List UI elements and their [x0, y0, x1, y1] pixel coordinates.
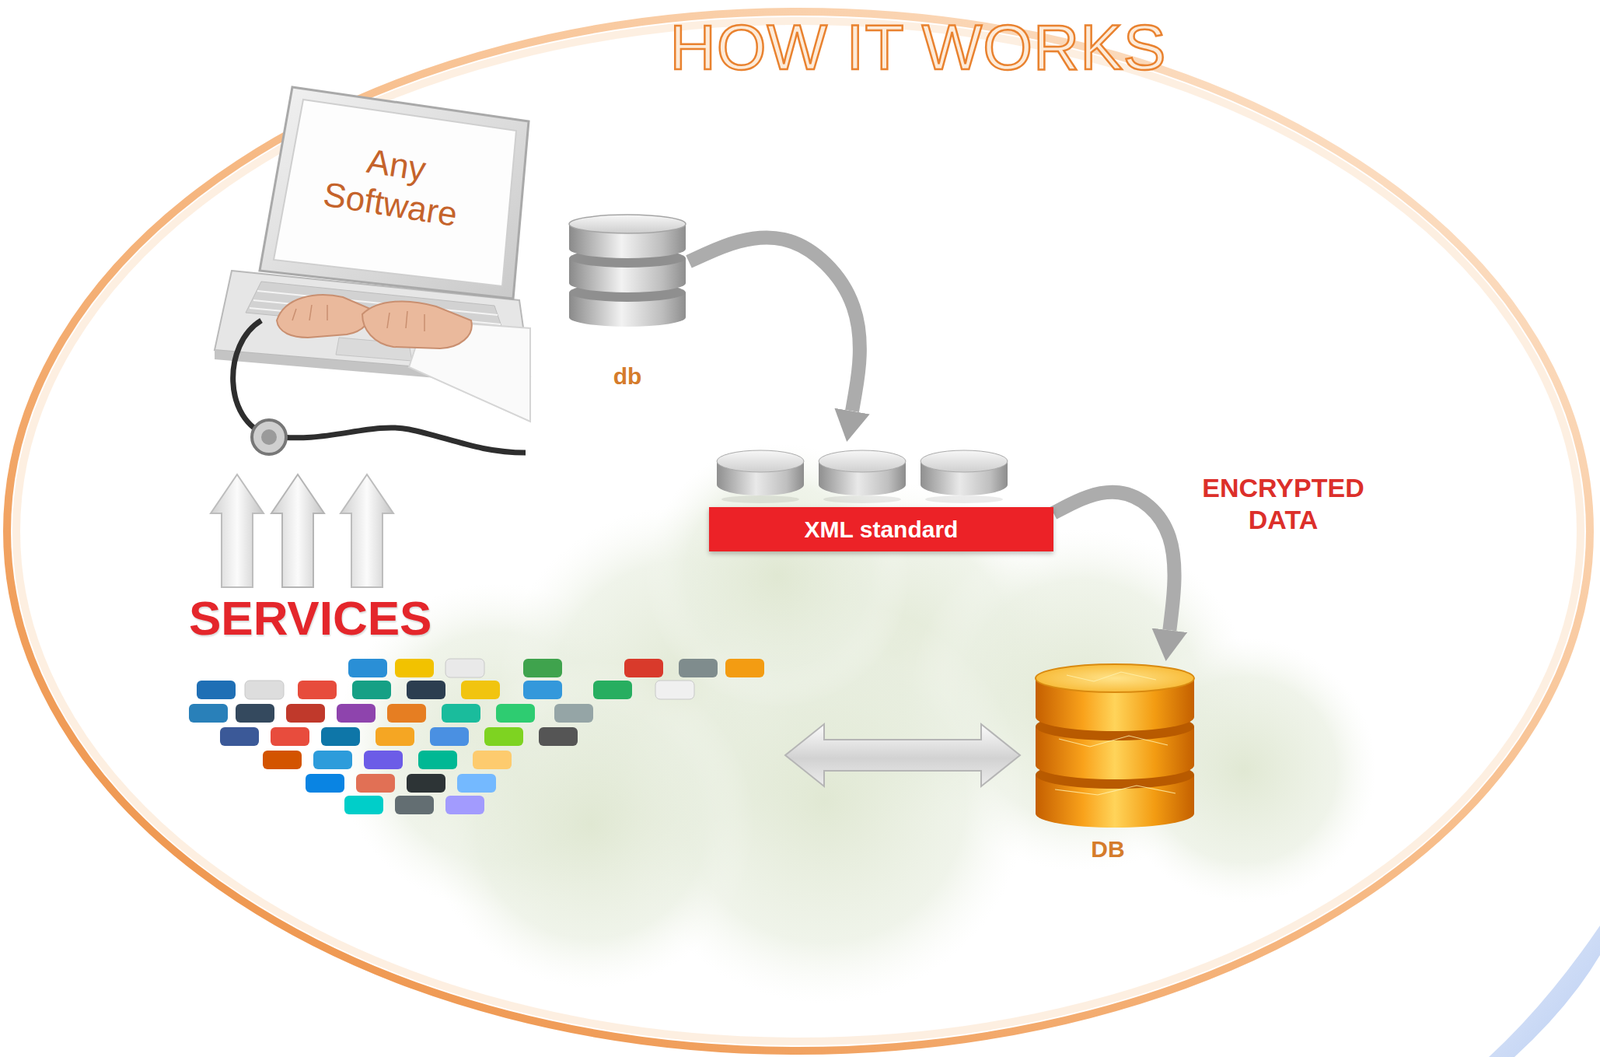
- finger-line: [405, 310, 408, 329]
- circuit-line: [1055, 785, 1176, 795]
- app-icon: [235, 703, 275, 723]
- circuit-lines: [1055, 671, 1176, 795]
- cloud-database-node: DB: [1020, 660, 1196, 863]
- app-icon: [523, 658, 563, 678]
- app-icon: [472, 750, 512, 769]
- disc-top: [920, 450, 1008, 472]
- block-arrow: [271, 474, 325, 587]
- app-icon: [445, 658, 485, 678]
- app-icon: [523, 680, 563, 699]
- cloud: [645, 443, 910, 708]
- app-icon: [624, 658, 664, 678]
- app-icon: [538, 726, 578, 746]
- outer-ring: [6, 11, 1590, 1051]
- xml-bar: XML standard: [709, 506, 1054, 552]
- app-icon: [394, 795, 434, 814]
- block-arrow: [785, 723, 1021, 787]
- curved-arrow: [1053, 492, 1175, 631]
- services-heading: SERVICES: [188, 586, 432, 645]
- app-icon: [321, 726, 360, 746]
- laptop-lid: [259, 87, 529, 299]
- database-label: db: [613, 362, 643, 391]
- database-node: db: [565, 211, 689, 391]
- app-icon: [305, 773, 345, 793]
- hand: [362, 300, 472, 349]
- cylinder-top: [1035, 663, 1195, 692]
- app-icon: [196, 680, 236, 699]
- app-icon: [313, 750, 353, 769]
- database-icon: [565, 211, 689, 329]
- blue-swoosh: [1488, 925, 1600, 1057]
- app-icon: [270, 726, 310, 746]
- app-icon: [406, 680, 446, 699]
- app-icon: [363, 750, 403, 769]
- app-icon: [356, 773, 395, 793]
- hand: [276, 294, 371, 338]
- app-icon: [429, 726, 469, 746]
- app-icon: [244, 680, 284, 699]
- xml-node: XML standard: [709, 441, 1054, 552]
- page-title: HOW IT WORKS: [0, 0, 1600, 80]
- clouds: [334, 443, 1377, 1003]
- app-icon: [678, 658, 718, 678]
- app-icon: [554, 703, 594, 723]
- app-icon: [441, 703, 481, 723]
- app-icon: [352, 680, 392, 699]
- disc-shadow: [823, 495, 902, 504]
- app-icon: [418, 750, 458, 769]
- app-icon: [725, 658, 765, 678]
- app-icon: [286, 703, 325, 723]
- app-icon: [188, 703, 228, 723]
- disc-top: [818, 450, 906, 472]
- fingers: [292, 304, 425, 332]
- app-icon: [496, 703, 535, 723]
- up-arrow: [340, 474, 394, 587]
- disc-shadow: [925, 495, 1003, 504]
- app-icon: [484, 726, 524, 746]
- curved-arrow: [688, 237, 860, 411]
- finger-line: [309, 304, 312, 321]
- finger-line: [387, 312, 390, 329]
- app-icon: [344, 795, 384, 814]
- laptop-screen: [273, 99, 517, 287]
- app-icon: [387, 703, 427, 723]
- app-icon: [406, 773, 446, 793]
- cloud-database-icon: [1020, 660, 1196, 829]
- circuit-line: [1066, 671, 1157, 682]
- finger-line: [326, 304, 329, 321]
- app-icon: [457, 773, 497, 793]
- app-icon: [655, 680, 695, 699]
- app-icon: [262, 750, 302, 769]
- xml-discs: [709, 441, 1054, 512]
- database-label: DB: [1090, 834, 1125, 863]
- cloud: [427, 660, 755, 988]
- laptop-node: Any Software: [214, 87, 531, 475]
- app-icon: [445, 795, 485, 814]
- app-icon: [220, 726, 259, 746]
- circuit-line: [1058, 735, 1168, 747]
- disc-shadow: [721, 495, 800, 504]
- app-icon: [348, 658, 388, 678]
- disc-top: [716, 450, 804, 472]
- app-icon: [297, 680, 337, 699]
- stethoscope-chestpiece: [251, 419, 287, 455]
- app-icon: [375, 726, 415, 746]
- edge-label: ENCRYPTED DATA: [1195, 470, 1371, 538]
- finger-line: [292, 308, 297, 321]
- ring-glow: [16, 20, 1581, 1042]
- app-icon: [593, 680, 633, 699]
- services-node: SERVICES: [188, 586, 786, 821]
- app-icon: [394, 658, 434, 678]
- finger-line: [423, 314, 426, 332]
- up-arrow: [210, 474, 264, 587]
- cylinder-top: [569, 214, 686, 234]
- app-icon: [461, 680, 500, 699]
- stethoscope-diaphragm: [261, 429, 277, 445]
- app-icon: [336, 703, 376, 723]
